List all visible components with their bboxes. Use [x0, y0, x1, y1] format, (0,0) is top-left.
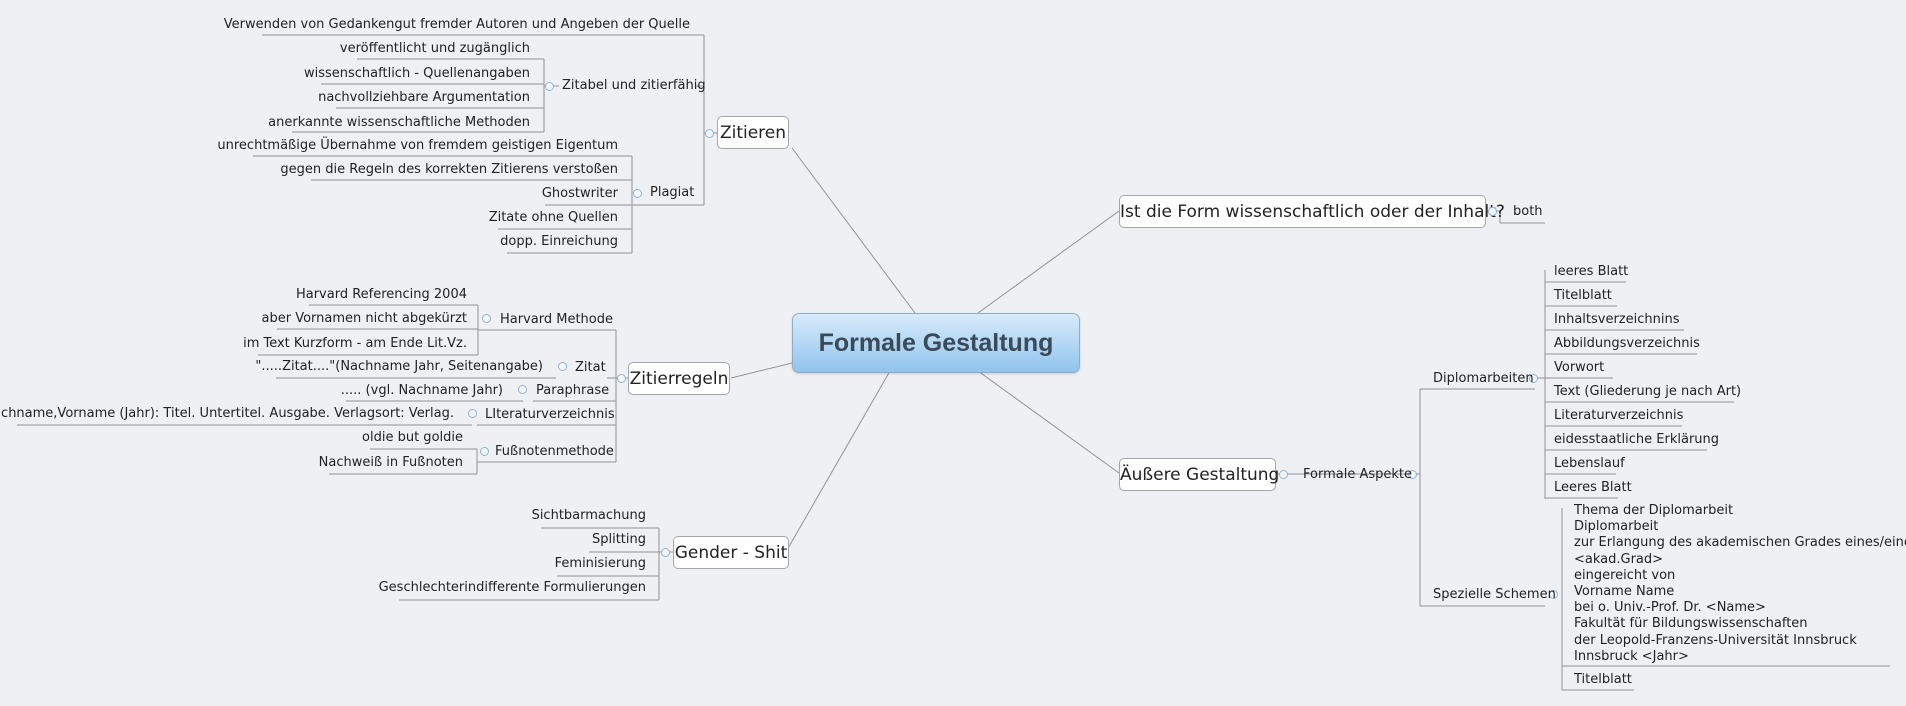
collapse-toggle-icon[interactable]: [468, 409, 477, 418]
zitieren-definition[interactable]: Verwenden von Gedankengut fremder Autore…: [223, 17, 690, 32]
gender-item[interactable]: Geschlechterindifferente Formulierungen: [378, 580, 646, 595]
paraphrase-item[interactable]: ..... (vgl. Nachname Jahr): [340, 383, 503, 398]
collapse-toggle-icon[interactable]: [482, 314, 491, 323]
thema-line: <akad.Grad>: [1574, 551, 1664, 567]
thema-line: Innsbruck <Jahr>: [1574, 648, 1689, 664]
diplomarbeit-item[interactable]: leeres Blatt: [1554, 264, 1629, 279]
collapse-toggle-icon[interactable]: [558, 362, 567, 371]
collapse-toggle-icon[interactable]: [1529, 374, 1538, 383]
diplomarbeit-item[interactable]: Lebenslauf: [1554, 456, 1625, 471]
collapse-toggle-icon[interactable]: [1408, 470, 1417, 479]
topic-form-question[interactable]: Ist die Form wissenschaftlich oder der I…: [1119, 195, 1505, 228]
plagiat-item[interactable]: unrechtmäßige Übernahme von fremdem geis…: [217, 138, 618, 153]
paraphrase-label[interactable]: Paraphrase: [536, 383, 610, 398]
diplomarbeit-item[interactable]: Inhaltsverzeichnins: [1554, 312, 1680, 327]
diplomarbeit-item[interactable]: eidesstaatliche Erklärung: [1554, 432, 1720, 447]
topic-aeussere-gestaltung[interactable]: Äußere Gestaltung: [1119, 458, 1279, 491]
fussnoten-item[interactable]: oldie but goldie: [362, 430, 463, 445]
fussnoten-label[interactable]: Fußnotenmethode: [495, 444, 614, 459]
thema-line: Diplomarbeit: [1574, 519, 1659, 535]
zitabel-item[interactable]: anerkannte wissenschaftliche Methoden: [268, 115, 530, 130]
zitat-item[interactable]: ".....Zitat...."(Nachname Jahr, Seitenan…: [255, 359, 543, 374]
fussnoten-item[interactable]: Nachweiß in Fußnoten: [318, 455, 463, 470]
collapse-toggle-icon[interactable]: [518, 385, 527, 394]
plagiat-item[interactable]: gegen die Regeln des korrekten Zitierens…: [280, 162, 618, 177]
diplomarbeit-item[interactable]: Titelblatt: [1554, 288, 1612, 303]
formale-aspekte-label[interactable]: Formale Aspekte: [1303, 467, 1412, 482]
thema-line: Vorname Name: [1574, 584, 1675, 600]
collapse-toggle-icon[interactable]: [633, 189, 642, 198]
central-topic[interactable]: Formale Gestaltung: [792, 313, 1080, 373]
thema-line: eingereicht von: [1574, 567, 1676, 583]
thema-line: Thema der Diplomarbeit: [1574, 503, 1734, 518]
titelblatt-item[interactable]: Titelblatt: [1574, 672, 1632, 687]
topic-zitieren[interactable]: Zitieren: [717, 116, 789, 149]
diplomarbeit-item[interactable]: Literaturverzeichnis: [1554, 408, 1684, 423]
collapse-toggle-icon[interactable]: [1279, 470, 1288, 479]
collapse-toggle-icon[interactable]: [705, 129, 714, 138]
plagiat-item[interactable]: Ghostwriter: [541, 186, 618, 201]
form-answer[interactable]: both: [1513, 204, 1543, 219]
diplomarbeit-item[interactable]: Leeres Blatt: [1554, 480, 1632, 495]
zitabel-item[interactable]: veröffentlicht und zugänglich: [339, 41, 530, 56]
collapse-toggle-icon[interactable]: [1549, 590, 1558, 599]
collapse-toggle-icon[interactable]: [1488, 207, 1497, 216]
collapse-toggle-icon[interactable]: [545, 82, 554, 91]
collapse-toggle-icon[interactable]: [661, 548, 670, 557]
topic-gender[interactable]: Gender - Shit: [673, 536, 789, 569]
thema-line: zur Erlangung des akademischen Grades ei…: [1574, 535, 1906, 551]
thema-block[interactable]: Thema der Diplomarbeit Diplomarbeit zur …: [1574, 503, 1906, 665]
topic-zitierregeln[interactable]: Zitierregeln: [628, 362, 730, 395]
gender-item[interactable]: Splitting: [591, 532, 646, 547]
plagiat-label[interactable]: Plagiat: [650, 185, 695, 200]
spezielle-schemen-label[interactable]: Spezielle Schemen: [1433, 587, 1556, 602]
zitat-label[interactable]: Zitat: [575, 360, 606, 375]
zitabel-item[interactable]: wissenschaftlich - Quellenangaben: [303, 66, 530, 81]
zitabel-label[interactable]: Zitabel und zitierfähig: [562, 78, 706, 93]
zitabel-item[interactable]: nachvollziehbare Argumentation: [318, 90, 530, 105]
plagiat-item[interactable]: Zitate ohne Quellen: [488, 210, 618, 225]
harvard-label[interactable]: Harvard Methode: [500, 312, 614, 327]
literaturverzeichnis-label[interactable]: LIteraturverzeichnis: [485, 407, 615, 422]
gender-item[interactable]: Sichtbarmachung: [531, 508, 646, 523]
collapse-toggle-icon[interactable]: [480, 447, 489, 456]
literatur-item[interactable]: Nachname,Vorname (Jahr): Titel. Untertit…: [0, 406, 454, 421]
harvard-item[interactable]: aber Vornamen nicht abgekürzt: [261, 311, 467, 326]
diplomarbeiten-label[interactable]: Diplomarbeiten: [1433, 371, 1534, 386]
collapse-toggle-icon[interactable]: [617, 374, 626, 383]
harvard-item[interactable]: im Text Kurzform - am Ende Lit.Vz.: [243, 336, 467, 351]
diplomarbeit-item[interactable]: Vorwort: [1554, 360, 1605, 375]
thema-line: bei o. Univ.-Prof. Dr. <Name>: [1574, 600, 1766, 616]
diplomarbeit-item[interactable]: Text (Gliederung je nach Art): [1554, 384, 1742, 399]
thema-line: der Leopold-Franzens-Universität Innsbru…: [1574, 632, 1857, 648]
harvard-item[interactable]: Harvard Referencing 2004: [295, 287, 467, 302]
gender-item[interactable]: Feminisierung: [554, 556, 646, 571]
diplomarbeit-item[interactable]: Abbildungsverzeichnis: [1554, 336, 1700, 351]
plagiat-item[interactable]: dopp. Einreichung: [500, 234, 618, 249]
thema-line: Fakultät für Bildungswissenschaften: [1574, 616, 1808, 632]
